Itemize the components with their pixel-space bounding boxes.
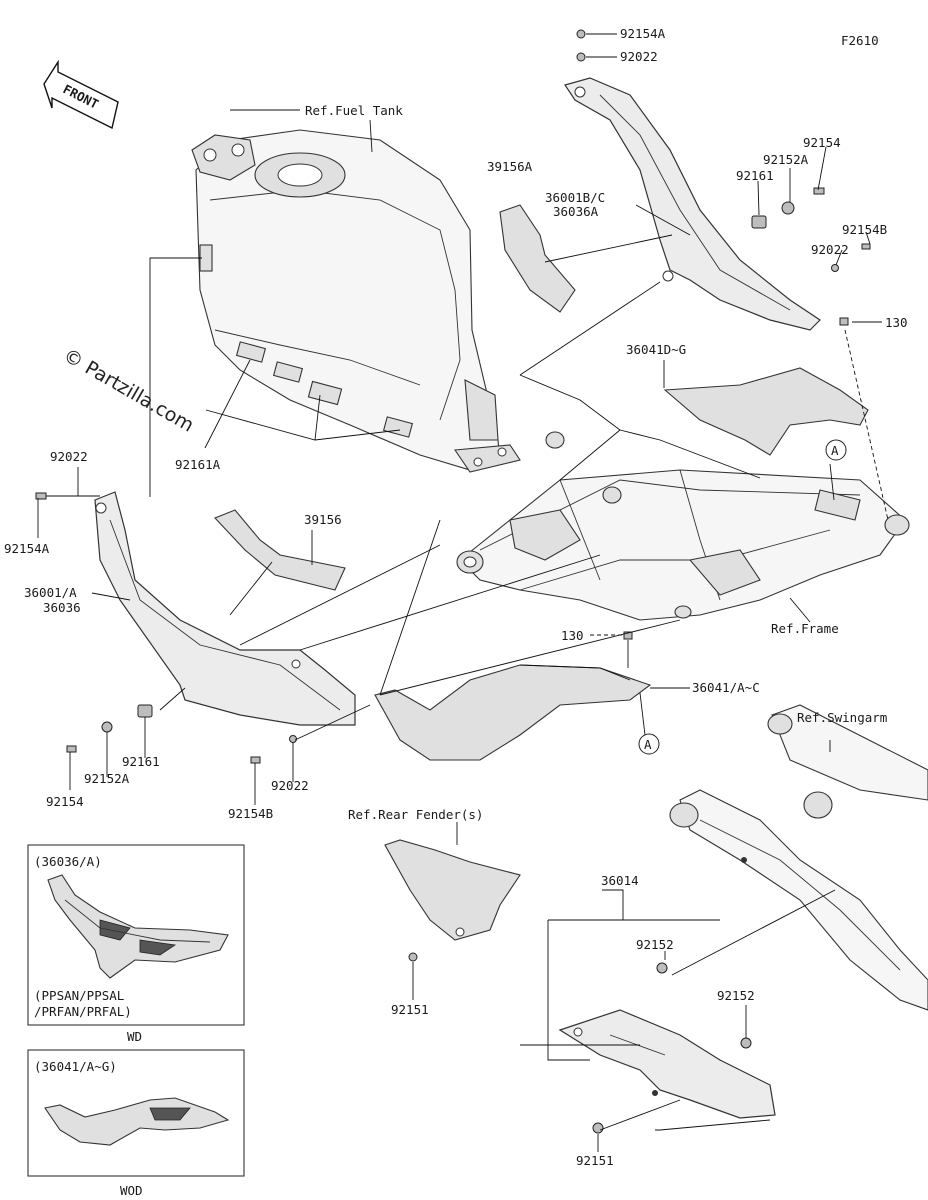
part-label: 130 [561, 628, 584, 643]
part-label: 92154 [46, 794, 84, 809]
part-label: 92154 [803, 135, 841, 150]
callout-a-right: A [825, 439, 847, 461]
ref-rear-fender-label: Ref.Rear Fender(s) [348, 807, 483, 822]
inset-36041-a-g: (36041/A~G) WOD [27, 1049, 245, 1198]
swingarm-drawing [669, 704, 928, 1011]
part-label: 92161A [175, 457, 221, 472]
side-cover-36041ac-drawing [374, 664, 652, 761]
inset2-caption: WOD [120, 1183, 143, 1198]
part-label: 92152A [763, 152, 809, 167]
front-arrow-icon: FRONT [43, 59, 119, 130]
part-label: 92154A [4, 541, 50, 556]
part-label: 92152 [717, 988, 755, 1003]
part-label: 36036 [43, 600, 81, 615]
part-label: 92022 [271, 778, 309, 793]
side-cover-36041dg-drawing [663, 367, 869, 456]
rear-side-cover-right-drawing [564, 77, 821, 331]
inset1-note1: (PPSAN/PPSAL [34, 988, 124, 1003]
inset-36036-a: (36036/A) (PPSAN/PPSAL /PRFAN/PRFAL) WD [27, 844, 245, 1044]
chain-cover-36014-drawing [558, 1009, 776, 1119]
part-label: 92151 [576, 1153, 614, 1168]
part-label: 92154A [620, 26, 666, 41]
inset1-title: (36036/A) [34, 854, 102, 869]
part-label: 39156A [487, 159, 533, 174]
part-label: 92022 [620, 49, 658, 64]
inset2-title: (36041/A~G) [34, 1059, 117, 1074]
fuel-tank-drawing [191, 129, 521, 473]
inset1-note2: /PRFAN/PRFAL) [34, 1004, 132, 1019]
leader-lines [37, 33, 889, 1152]
pad-39156-drawing [214, 509, 346, 591]
part-label: 92152 [636, 937, 674, 952]
part-label: 36001B/C [545, 190, 605, 205]
hardware-icons [35, 29, 871, 1134]
part-label: 36036A [553, 204, 599, 219]
part-label: 36014 [601, 873, 639, 888]
part-label: 130 [885, 315, 908, 330]
part-label: 92151 [391, 1002, 429, 1017]
watermark: © Partzilla.com [60, 344, 198, 436]
part-label: 92154B [842, 222, 887, 237]
part-label: 36001/A [24, 585, 77, 600]
part-label: 92022 [811, 242, 849, 257]
callout-a-mid: A [638, 733, 660, 755]
ref-frame-label: Ref.Frame [771, 621, 839, 636]
part-label: 92161 [122, 754, 160, 769]
part-label: 92022 [50, 449, 88, 464]
part-label: 36041D~G [626, 342, 686, 357]
callout-a-right-label: A [831, 443, 839, 458]
rear-fender-drawing [384, 839, 521, 941]
pad-39156a-drawing [499, 204, 576, 313]
callout-a-mid-label: A [644, 737, 652, 752]
part-label: 36041/A~C [692, 680, 760, 695]
part-label: 92161 [736, 168, 774, 183]
inset1-caption: WD [127, 1029, 142, 1044]
diagram-code: F2610 [841, 33, 879, 48]
part-label: 39156 [304, 512, 342, 527]
part-label: 92152A [84, 771, 130, 786]
ref-swingarm-label: Ref.Swingarm [797, 710, 887, 725]
frame-drawing [456, 431, 910, 621]
ref-fuel-tank-label: Ref.Fuel Tank [305, 103, 403, 118]
side-cover-left-drawing [94, 491, 356, 726]
part-label: 92154B [228, 806, 273, 821]
